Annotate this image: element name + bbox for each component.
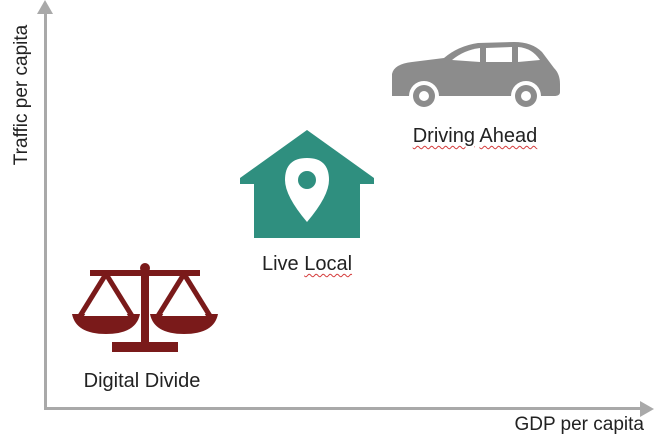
driving-ahead-word2: Ahead	[479, 125, 538, 147]
x-axis-line	[44, 407, 642, 410]
live-local-word2: Local	[304, 253, 353, 275]
live-local-word1: Live	[261, 253, 299, 275]
scales-icon	[72, 263, 218, 352]
live-local-label: Live Local	[262, 253, 352, 276]
x-axis-arrow	[640, 401, 654, 417]
driving-ahead-label: Driving Ahead	[413, 125, 538, 148]
digital-divide-label: Digital Divide	[83, 370, 201, 392]
x-axis-label: GDP per capita	[514, 414, 644, 435]
car-icon	[392, 42, 560, 111]
y-axis-line	[44, 10, 47, 410]
driving-ahead-word1: Driving	[412, 125, 475, 147]
house-pin-icon	[240, 130, 374, 238]
y-axis-label: Traffic per capita	[11, 24, 32, 166]
y-axis-arrow	[37, 0, 53, 14]
